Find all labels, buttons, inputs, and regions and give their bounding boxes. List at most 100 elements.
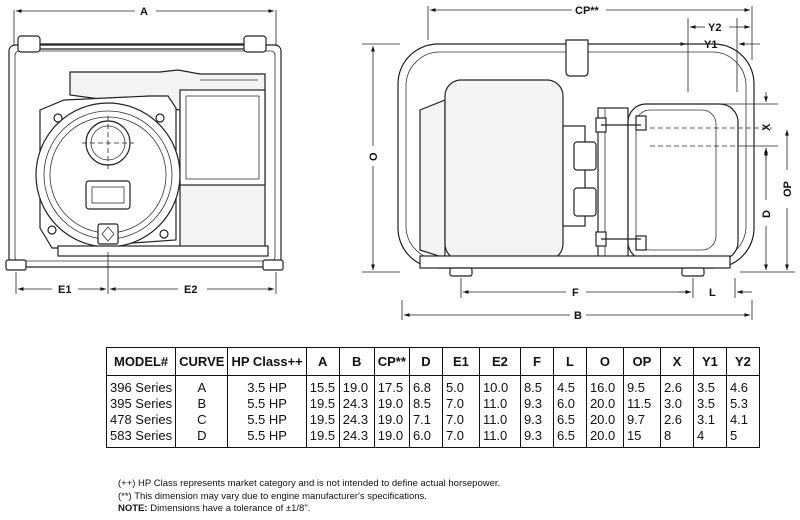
dim-label-cp: CP**: [575, 5, 600, 17]
cell-e1: 7.0: [441, 396, 480, 412]
cell-a: 19.5: [305, 396, 340, 412]
header-cp: CP**: [373, 347, 410, 376]
cell-op: 15: [622, 428, 661, 448]
footnote-hp-class: (++) HP Class represents market category…: [118, 478, 501, 489]
cell-model: 395 Series: [105, 396, 177, 412]
cell-l: 6.0: [552, 396, 587, 412]
table-row: 395 Series B 5.5 HP 19.5 24.3 19.0 8.5 7…: [105, 396, 760, 412]
cell-f: 9.3: [519, 412, 554, 428]
cell-hp-class: 3.5 HP: [227, 375, 307, 396]
header-op: OP: [622, 347, 661, 376]
cell-y2: 4.1: [725, 412, 760, 428]
cell-d: 6.0: [408, 428, 443, 448]
cell-o: 20.0: [585, 428, 624, 448]
footnotes: (++) HP Class represents market category…: [118, 478, 500, 516]
dim-label-f: F: [572, 287, 579, 299]
spec-table-body: 396 Series A 3.5 HP 15.5 19.0 17.5 6.8 5…: [105, 375, 760, 448]
cell-e2: 11.0: [478, 396, 521, 412]
cell-d: 8.5: [408, 396, 443, 412]
cell-x: 8: [659, 428, 694, 448]
header-o: O: [585, 347, 624, 376]
cell-cp: 19.0: [373, 428, 410, 448]
footnote-tolerance: NOTE: Dimensions have a tolerance of ±1/…: [118, 503, 500, 516]
dim-label-e1: E1: [58, 284, 71, 296]
cell-hp-class: 5.5 HP: [227, 412, 307, 428]
cell-model: 583 Series: [105, 428, 177, 448]
dim-label-l: L: [709, 287, 716, 299]
dim-label-a: A: [140, 6, 148, 18]
header-b: B: [338, 347, 375, 376]
cell-curve: A: [175, 375, 229, 396]
cell-e2: 11.0: [478, 428, 521, 448]
dim-label-d: D: [761, 210, 773, 218]
cell-model: 396 Series: [105, 375, 177, 396]
table-row: 396 Series A 3.5 HP 15.5 19.0 17.5 6.8 5…: [105, 375, 760, 396]
spec-table-header: MODEL# CURVE HP Class++ A B CP** D E1 E2…: [105, 347, 760, 376]
table-row: 583 Series D 5.5 HP 19.5 24.3 19.0 6.0 7…: [105, 428, 760, 448]
cell-x: 2.6: [659, 375, 694, 396]
cell-f: 9.3: [519, 428, 554, 448]
header-f: F: [519, 347, 554, 376]
cell-x: 3.0: [659, 396, 694, 412]
cell-e2: 11.0: [478, 412, 521, 428]
header-y1: Y1: [692, 347, 727, 376]
header-model: MODEL#: [105, 347, 177, 376]
cell-l: 4.5: [552, 375, 587, 396]
cell-e2: 10.0: [478, 375, 521, 396]
cell-l: 6.5: [552, 412, 587, 428]
cell-op: 11.5: [622, 396, 661, 412]
header-e1: E1: [441, 347, 480, 376]
cell-op: 9.5: [622, 375, 661, 396]
pump-dimension-drawing: A: [5, 5, 795, 322]
cell-y2: 5: [725, 428, 760, 448]
cell-b: 19.0: [338, 375, 375, 396]
cell-hp-class: 5.5 HP: [227, 396, 307, 412]
header-hp-class: HP Class++: [227, 347, 307, 376]
cell-y2: 4.6: [725, 375, 760, 396]
note-label: NOTE:: [118, 503, 148, 514]
header-e2: E2: [478, 347, 521, 376]
header-curve: CURVE: [175, 347, 229, 376]
header-x: X: [659, 347, 694, 376]
cell-cp: 19.0: [373, 412, 410, 428]
cell-a: 15.5: [305, 375, 340, 396]
cell-b: 24.3: [338, 412, 375, 428]
cell-e1: 7.0: [441, 412, 480, 428]
cell-curve: B: [175, 396, 229, 412]
table-row: 478 Series C 5.5 HP 19.5 24.3 19.0 7.1 7…: [105, 412, 760, 428]
cell-b: 24.3: [338, 428, 375, 448]
cell-b: 24.3: [338, 396, 375, 412]
cell-cp: 19.0: [373, 396, 410, 412]
cell-curve: D: [175, 428, 229, 448]
cell-model: 478 Series: [105, 412, 177, 428]
dim-label-x: X: [761, 123, 773, 131]
cell-d: 7.1: [408, 412, 443, 428]
cell-y1: 3.5: [692, 375, 727, 396]
cell-cp: 17.5: [373, 375, 410, 396]
cell-y1: 4: [692, 428, 727, 448]
cell-a: 19.5: [305, 428, 340, 448]
header-y2: Y2: [725, 347, 760, 376]
cell-f: 9.3: [519, 396, 554, 412]
cell-e1: 7.0: [441, 428, 480, 448]
cell-curve: C: [175, 412, 229, 428]
cell-o: 16.0: [585, 375, 624, 396]
note-text: Dimensions have a tolerance of ±1/8".: [147, 503, 311, 514]
cell-y1: 3.5: [692, 396, 727, 412]
header-d: D: [408, 347, 443, 376]
dim-label-op: OP: [782, 181, 794, 197]
header-l: L: [552, 347, 587, 376]
dim-label-y2: Y2: [708, 22, 721, 34]
dimension-spec-table: MODEL# CURVE HP Class++ A B CP** D E1 E2…: [105, 347, 760, 448]
cell-o: 20.0: [585, 396, 624, 412]
cell-a: 19.5: [305, 412, 340, 428]
cell-hp-class: 5.5 HP: [227, 428, 307, 448]
cell-y1: 3.1: [692, 412, 727, 428]
cell-d: 6.8: [408, 375, 443, 396]
cell-op: 9.7: [622, 412, 661, 428]
header-a: A: [305, 347, 340, 376]
dim-label-b: B: [574, 310, 582, 322]
cell-o: 20.0: [585, 412, 624, 428]
dim-label-o: O: [368, 152, 380, 161]
dim-label-e2: E2: [184, 284, 197, 296]
